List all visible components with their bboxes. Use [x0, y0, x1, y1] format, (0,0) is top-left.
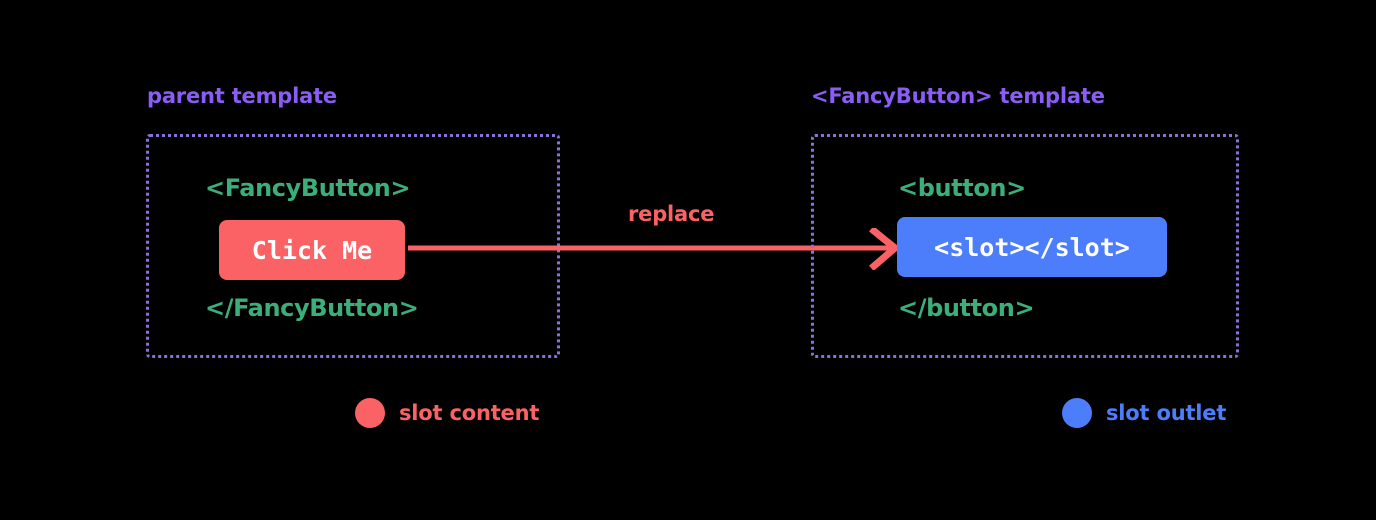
code-close-fancybutton: </FancyButton>: [205, 294, 419, 322]
legend-dot-icon-slot-content: [355, 398, 385, 428]
code-open-fancybutton: <FancyButton>: [205, 174, 411, 202]
legend-item-slot-outlet: slot outlet: [1062, 398, 1226, 428]
legend-label-slot-outlet: slot outlet: [1106, 400, 1227, 425]
legend-label-slot-content: slot content: [399, 400, 540, 425]
fancybutton-template-panel: [811, 134, 1239, 358]
legend-dot-icon-slot-outlet: [1062, 398, 1092, 428]
legend-item-slot-content: slot content: [355, 398, 539, 428]
slot-outlet-chip: <slot></slot>: [897, 217, 1167, 277]
parent-template-heading: parent template: [147, 84, 337, 108]
code-open-button: <button>: [898, 174, 1026, 202]
code-close-button: </button>: [898, 294, 1035, 322]
replace-label: replace: [628, 202, 715, 226]
slot-content-chip: Click Me: [219, 220, 405, 280]
fancybutton-template-heading: <FancyButton> template: [811, 84, 1105, 108]
